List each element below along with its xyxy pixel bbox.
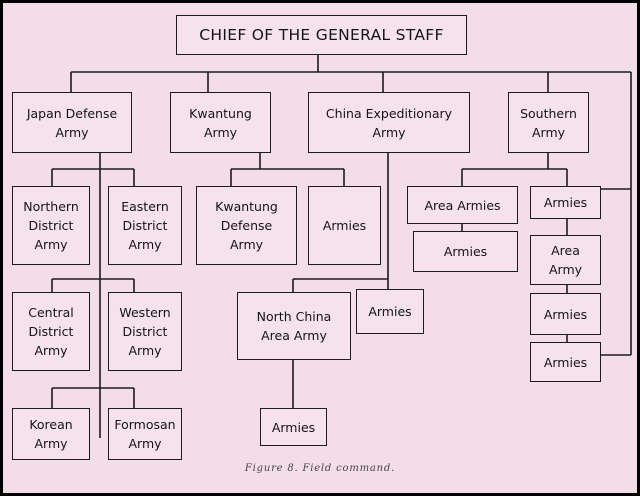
southern-armies-box-1: Armies — [530, 186, 601, 219]
central-district-army-box: Central District Army — [12, 292, 90, 371]
southern-armies-box-2: Armies — [530, 293, 601, 335]
north-china-area-army-box: North China Area Army — [237, 292, 351, 360]
north-china-armies-box: Armies — [260, 408, 327, 446]
chief-of-general-staff-box: CHIEF OF THE GENERAL STAFF — [176, 15, 467, 55]
japan-defense-army-box: Japan Defense Army — [12, 92, 132, 153]
china-armies-box: Armies — [356, 289, 424, 334]
kwantung-armies-box: Armies — [308, 186, 381, 265]
formosan-army-box: Formosan Army — [108, 408, 182, 460]
southern-armies-box-3: Armies — [530, 342, 601, 382]
southern-army-box: Southern Army — [508, 92, 589, 153]
northern-district-army-box: Northern District Army — [12, 186, 90, 265]
figure-caption: Figure 8. Field command. — [244, 463, 396, 474]
area-armies-box: Area Armies — [407, 186, 518, 224]
western-district-army-box: Western District Army — [108, 292, 182, 371]
korean-army-box: Korean Army — [12, 408, 90, 460]
china-expeditionary-army-box: China Expeditionary Army — [308, 92, 470, 153]
kwantung-army-box: Kwantung Army — [170, 92, 271, 153]
area-armies-armies-box: Armies — [413, 231, 518, 272]
connector-lines — [51, 54, 632, 438]
kwantung-defense-army-box: Kwantung Defense Army — [196, 186, 297, 265]
southern-area-army-box: Area Army — [530, 235, 601, 285]
chart-frame: CHIEF OF THE GENERAL STAFF Japan Defense… — [3, 3, 637, 493]
eastern-district-army-box: Eastern District Army — [108, 186, 182, 265]
